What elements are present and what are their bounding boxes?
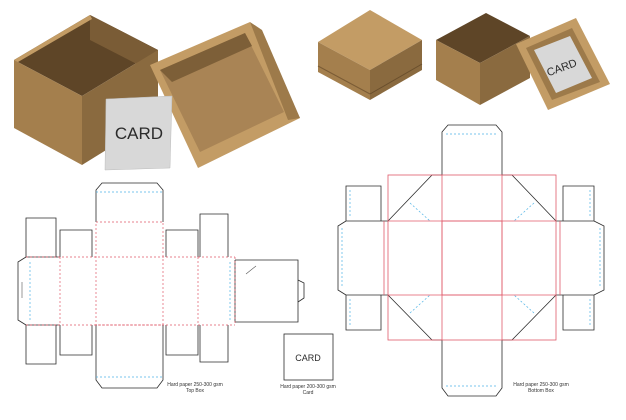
small-box-inner-back xyxy=(436,13,530,63)
caption-top-box-line1: Hard paper 250-300 gsm xyxy=(167,382,223,388)
lid-side-right xyxy=(250,22,300,120)
card-3d-small-shape xyxy=(534,36,592,93)
top-box-fold-lines xyxy=(26,221,236,326)
caption-bottom-box-line1: Hard paper 250-300 gsm xyxy=(513,382,569,388)
lid-3d-large xyxy=(150,22,300,168)
lid-3d-small: CARD xyxy=(516,18,610,110)
closed-box-lid-seam-left xyxy=(317,65,371,95)
bottom-box-fold-lines xyxy=(383,174,561,341)
caption-top-box-line2: Top Box xyxy=(185,388,205,394)
caption-card-line1: Hard paper 200-300 gsm xyxy=(280,384,336,390)
bottom-box-bleed-lines xyxy=(341,133,601,387)
caption-card-line2: Card xyxy=(302,390,314,396)
caption-bottom-box-line2: Bottom Box xyxy=(528,388,554,394)
closed-box-right xyxy=(370,40,422,100)
card-flat-label: CARD xyxy=(295,353,321,363)
card-3d-large-label: CARD xyxy=(115,124,163,143)
card-3d-large-shape xyxy=(104,95,173,171)
top-box-window-marks xyxy=(21,265,257,298)
caption-bottom-box: Hard paper 250-300 gsm Bottom Box xyxy=(506,382,576,394)
box-front-left xyxy=(14,60,82,165)
open-box-3d-small xyxy=(436,13,530,105)
box-rim xyxy=(14,15,92,62)
box-inner-right xyxy=(90,15,158,75)
closed-box-3d xyxy=(317,10,423,100)
card-3d-large: CARD xyxy=(104,95,173,171)
dieline-bottom-box xyxy=(337,124,605,397)
top-box-bleed-lines xyxy=(29,191,231,378)
caption-top-box: Hard paper 250-300 gsm Top Box xyxy=(160,382,230,394)
dieline-card: CARD xyxy=(283,333,334,381)
small-box-front-left xyxy=(436,40,480,105)
small-box-front-right xyxy=(480,36,530,105)
bottom-box-cut-lines xyxy=(337,124,605,397)
caption-card: Hard paper 200-300 gsm Card xyxy=(273,384,343,396)
dieline-top-box xyxy=(17,182,305,389)
top-box-cut-lines xyxy=(17,182,305,389)
closed-box-left xyxy=(318,42,370,100)
closed-box-lid-seam-right xyxy=(369,63,423,95)
lid-inner-shadow xyxy=(160,33,252,82)
card-flat-outline xyxy=(283,333,334,381)
